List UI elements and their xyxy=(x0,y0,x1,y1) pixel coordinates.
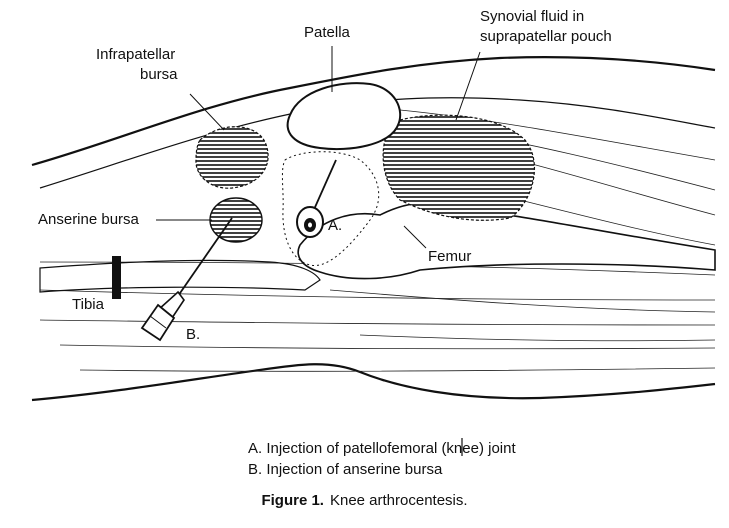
label-synovial-line2: suprapatellar pouch xyxy=(480,28,612,45)
suprapatellar-pouch xyxy=(382,114,535,221)
tibia-marker-bar xyxy=(112,256,121,299)
marker-a: A. xyxy=(328,217,343,234)
anserine-bursa xyxy=(209,197,263,243)
leader-infrapatellar xyxy=(189,93,225,131)
figure-caption-text: Knee arthrocentesis. xyxy=(329,492,468,509)
legend-item-a: A. Injection of patellofemoral (knee) jo… xyxy=(248,440,516,457)
skin-outline-bottom xyxy=(31,363,716,402)
femur-bone xyxy=(297,202,716,280)
leader-femur xyxy=(403,225,427,249)
legend-item-b: B. Injection of anserine bursa xyxy=(248,461,443,478)
patella-bone xyxy=(286,82,402,151)
label-anserine: Anserine bursa xyxy=(38,211,139,228)
needle-b xyxy=(140,217,233,342)
skin-outline-top xyxy=(31,56,716,167)
joint-capsule xyxy=(281,151,380,266)
figure-caption: Figure 1. Knee arthrocentesis. xyxy=(0,492,729,509)
label-femur: Femur xyxy=(428,248,472,265)
tibia-bone xyxy=(39,259,321,293)
needle-a xyxy=(296,159,337,238)
infrapatellar-bursa xyxy=(195,126,269,189)
label-tibia: Tibia xyxy=(72,296,104,313)
figure-label: Figure 1. xyxy=(261,492,324,509)
label-synovial-line1: Synovial fluid in xyxy=(480,8,585,25)
marker-b: B. xyxy=(186,326,201,343)
label-infrapatellar-line2: bursa xyxy=(140,66,178,83)
leader-synovial xyxy=(455,51,481,121)
label-patella: Patella xyxy=(304,24,350,41)
label-infrapatellar-line1: Infrapatellar xyxy=(96,46,176,63)
